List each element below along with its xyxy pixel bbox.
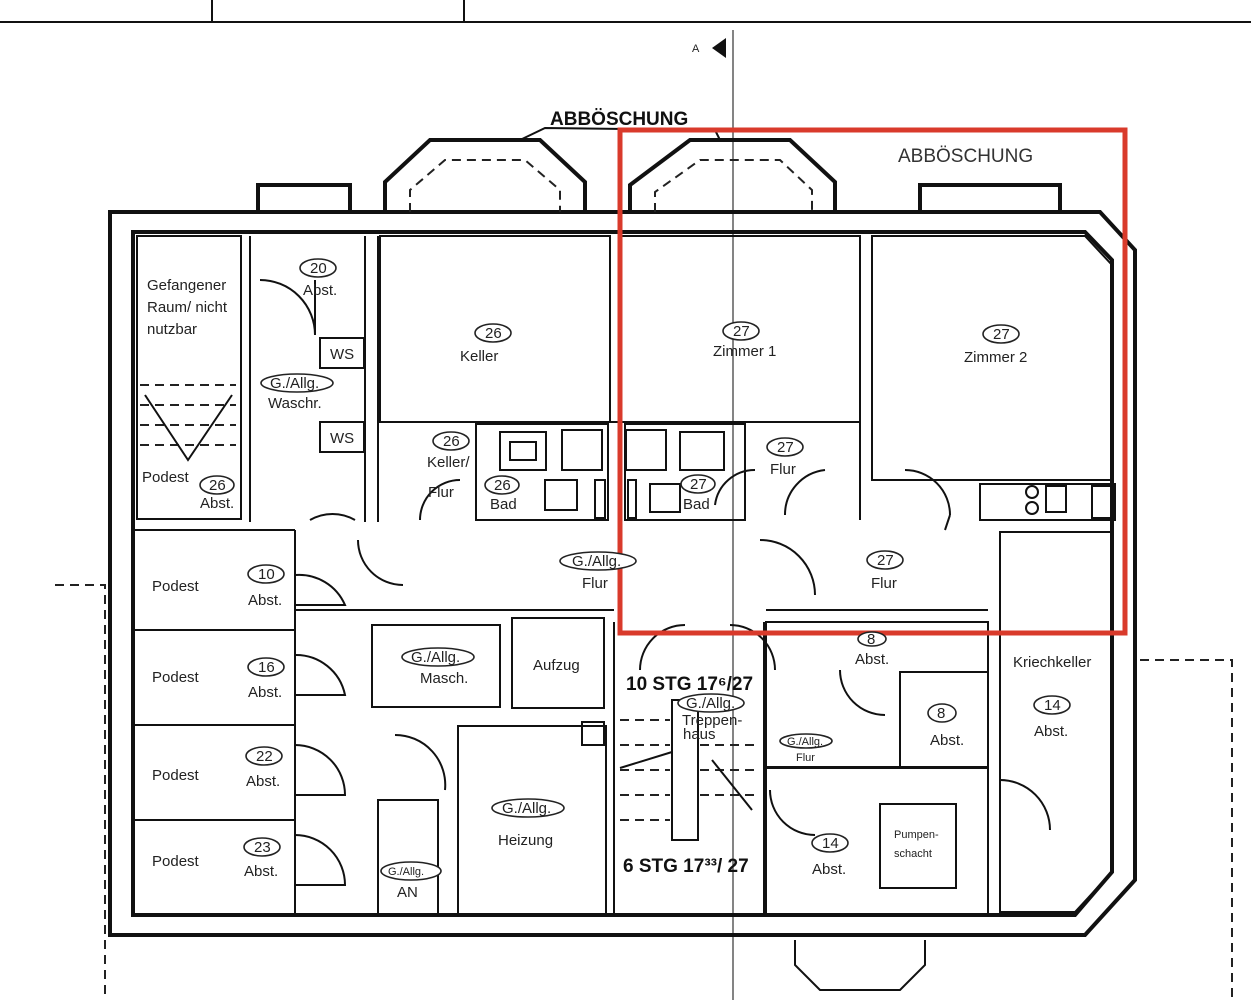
zimmer2-number: 27 (993, 326, 1010, 343)
embankment-label-top: ABBÖSCHUNG (550, 109, 688, 130)
gefangener-line2: Raum/ nicht (147, 299, 228, 316)
abst8a-name: Abst. (855, 651, 889, 668)
podest16-name: Abst. (248, 684, 282, 701)
masch-number: G./Allg. (411, 649, 460, 666)
zimmer1-number: 27 (733, 323, 750, 340)
podest10-label: Podest (152, 578, 200, 595)
abst8b-name: Abst. (930, 732, 964, 749)
bad26-name: Bad (490, 496, 517, 513)
flur-small-number: G./Allg. (787, 736, 823, 748)
bay-windows-top (256, 126, 1062, 212)
keller-name: Keller (460, 348, 498, 365)
bad27-number: 27 (690, 476, 707, 493)
gefangener-line1: Gefangener (147, 277, 226, 294)
flur-allg-name: Flur (582, 575, 608, 592)
ws-label-2: WS (330, 430, 354, 447)
interior-walls (133, 235, 1116, 916)
gefangener-line3: nutzbar (147, 321, 197, 338)
exterior-outline (55, 584, 1233, 1000)
ws-label-1: WS (330, 346, 354, 363)
podest23-number: 23 (254, 839, 271, 856)
stg10-label: 10 STG 17⁶/27 (626, 674, 753, 695)
waschr-number: G./Allg. (270, 375, 319, 392)
heizung-name: Heizung (498, 832, 553, 849)
podest-top-label: Podest (142, 469, 190, 486)
doors (259, 279, 1051, 886)
podest22-name: Abst. (246, 773, 280, 790)
abst26-number: 26 (209, 477, 226, 494)
podest22-number: 22 (256, 748, 273, 765)
room-20-number: 20 (310, 260, 327, 277)
abst26-name: Abst. (200, 495, 234, 512)
flur27a-name: Flur (770, 461, 796, 478)
bad26-number: 26 (494, 477, 511, 494)
kellerflur-number: 26 (443, 433, 460, 450)
pumpen-line2: schacht (894, 848, 932, 860)
treppenhaus-name2: haus (683, 726, 716, 743)
treppenhaus-name1: Treppen- (682, 712, 742, 729)
room-labels: Gefangener Raum/ nicht nutzbar 20 Abst. … (142, 258, 1091, 901)
waschr-name: Waschr. (268, 395, 322, 412)
podest16-label: Podest (152, 669, 200, 686)
flur-small-name: Flur (796, 752, 815, 764)
an-name: AN (397, 884, 418, 901)
treppenhaus-number: G./Allg. (686, 695, 735, 712)
kellerflur-name2: Flur (428, 484, 454, 501)
podest10-name: Abst. (248, 592, 282, 609)
heizung-number: G./Allg. (502, 800, 551, 817)
zimmer1-name: Zimmer 1 (713, 343, 776, 360)
section-line: A (692, 30, 734, 1000)
abst14b-name: Abst. (812, 861, 846, 878)
abst8a-number: 8 (867, 631, 875, 648)
podest23-label: Podest (152, 853, 200, 870)
flur27a-number: 27 (777, 439, 794, 456)
aufzug-label: Aufzug (533, 657, 580, 674)
kellerflur-name1: Keller/ (427, 454, 470, 471)
bad27-name: Bad (683, 496, 710, 513)
room-20-name: Abst. (303, 282, 337, 299)
abst14a-number: 14 (1044, 697, 1061, 714)
an-number: G./Allg. (388, 866, 424, 878)
abst14b-number: 14 (822, 835, 839, 852)
zimmer2-name: Zimmer 2 (964, 349, 1027, 366)
podest16-number: 16 (258, 659, 275, 676)
pumpen-line1: Pumpen- (894, 829, 939, 841)
podest10-number: 10 (258, 566, 275, 583)
section-marker: A (692, 43, 700, 55)
fixtures (319, 337, 1113, 519)
podest22-label: Podest (152, 767, 200, 784)
flur27b-number: 27 (877, 552, 894, 569)
flur-allg-number: G./Allg. (572, 553, 621, 570)
flur27b-name: Flur (871, 575, 897, 592)
highlight-label: ABBÖSCHUNG (898, 146, 1033, 167)
title-block (0, 0, 1251, 23)
keller-number: 26 (485, 325, 502, 342)
podest23-name: Abst. (244, 863, 278, 880)
abst14a-name: Abst. (1034, 723, 1068, 740)
abst8b-number: 8 (937, 705, 945, 722)
masch-name: Masch. (420, 670, 468, 687)
kriechkeller-label: Kriechkeller (1013, 654, 1091, 671)
stg6-label: 6 STG 17³³/ 27 (623, 856, 749, 877)
